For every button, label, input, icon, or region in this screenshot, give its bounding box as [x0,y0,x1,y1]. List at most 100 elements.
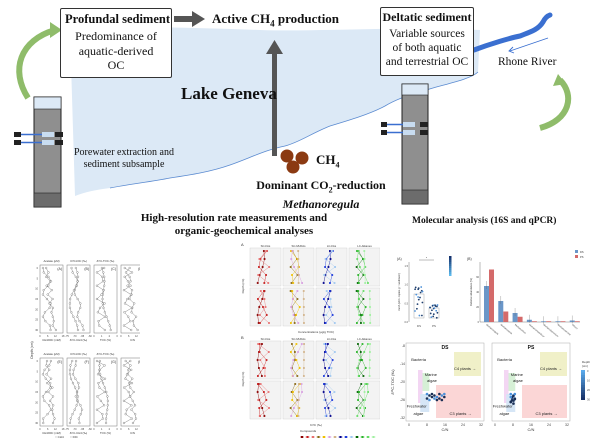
profile-point [74,395,77,398]
compound-point [323,375,325,377]
depth-colorbar-segment [581,392,585,395]
marine-algae-label: algae [427,378,438,383]
methane-bubble-icon [286,160,300,174]
qpcr-point [436,305,438,308]
profile-point [76,275,80,278]
compound-point [296,258,299,260]
profile-point [98,364,101,367]
profile-point [123,266,126,270]
profile-point [136,328,139,332]
depth-colorbar-segment [449,268,452,270]
compound-point [302,314,305,316]
compound-point [362,322,365,324]
facet-title: LC-FAs [327,337,337,341]
depth-tick-label: 10 [35,381,38,384]
cn-x-tick: 32 [565,423,569,427]
profile-point [103,377,107,380]
compound-point [297,282,300,284]
section-letter: A [241,242,244,247]
profile-point [54,328,57,332]
porewater-label: Porewater extraction and sediment subsam… [74,147,174,170]
profile-point [72,368,75,371]
panel-letter: (H) [138,360,140,364]
compound-point [324,351,327,353]
profile-point [79,306,82,309]
profile-point [69,377,73,380]
depth-tick-label: 20 [35,401,38,404]
panel-tick-label: 6 [128,428,130,431]
cn-data-point [433,397,436,400]
freshwater-algae-label: Freshwater [493,404,514,409]
compound-point [356,282,359,284]
compound-point [333,391,336,393]
profile-point [79,413,82,416]
qpcr-point [420,286,423,288]
qpcr-point [416,303,419,306]
bar-ps [489,269,494,322]
profile-point [122,324,125,327]
profile-point [98,386,101,389]
profile-point [98,368,101,371]
panel-top-axis-label: δ¹³C-DIC (‰) [70,352,87,356]
sediment-core-left-icon [14,96,63,208]
compound-point [368,298,371,300]
compound-point [294,351,296,353]
depth-tick-label: 25 [35,412,38,415]
profile-point [74,364,77,367]
compound-point [290,258,293,260]
profile-point [95,359,99,363]
qpcr-tick: 0.0 [405,321,409,324]
compound-point [303,367,305,369]
profile-point [126,284,129,287]
compound-point [355,266,358,268]
compound-point [297,415,300,417]
compound-point [268,322,270,324]
depth-colorbar-segment [581,390,585,393]
compound-point [356,415,359,417]
compound-point [327,343,329,345]
compound-point [363,399,366,401]
profile-point [130,271,134,274]
panel-top-axis-label: δ¹³C-DIC (‰) [70,259,87,263]
compound-point [361,359,364,361]
sediment-core-right-icon [381,83,429,205]
cn-data-point [430,392,434,396]
cn-data-point [443,392,446,396]
lake-shoreline-lower [109,145,286,189]
cn-panel-title: PS [528,345,535,351]
panel-tick-label: 12 [54,428,57,431]
compound-point [262,250,265,252]
depth-axis-label: Depth (cm) [241,372,245,387]
panel-tick-label: 12 [135,428,138,431]
cn-x-tick: 8 [426,423,428,427]
methane-bubble-icon [280,149,294,163]
compound-point [258,343,261,345]
profile-point [76,280,79,283]
profile-point [130,417,133,420]
compound-point [258,351,261,353]
panel-letter: (G) [111,360,116,364]
cn-data-point [425,392,429,396]
compound-point [261,266,264,268]
profile-point [109,328,112,332]
panel-axis-label: TOC (%) [100,431,111,435]
cn-data-point [435,395,439,399]
qpcr-point [430,316,433,319]
compound-point [368,359,371,361]
depth-colorbar-segment [449,274,452,276]
compound-point [297,322,300,324]
profile-point [50,289,53,292]
methane-bubble-icon [295,151,309,165]
compound-point [302,375,305,377]
compound-point [302,290,305,292]
compound-point [257,383,259,385]
qpcr-point [417,288,420,291]
bar-ps [503,311,509,322]
compound-point [364,282,367,284]
bacteria-region [418,370,423,403]
panel-letter: (F) [85,360,89,364]
panel-tick-label: 3 [116,428,118,431]
compound-point [331,250,333,252]
bar-ps [546,321,552,322]
profile-point [127,368,130,371]
